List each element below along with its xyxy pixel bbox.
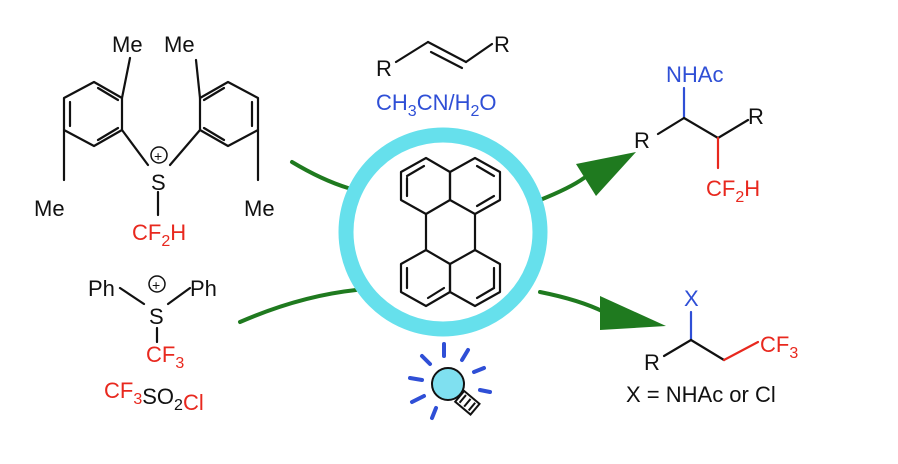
- product-cf2h: CF2H: [706, 176, 760, 206]
- positive-charge: +: [152, 277, 160, 293]
- sulfur-atom: S: [151, 170, 166, 195]
- x-group: X: [684, 286, 699, 311]
- sulfur-atom: S: [149, 304, 164, 329]
- solvent-label: CH3CN/H2O: [376, 90, 497, 120]
- alkene-r-right: R: [494, 32, 510, 57]
- methyl-label-bottom-left: Me: [34, 196, 65, 221]
- nhac-group: NHAc: [666, 62, 723, 87]
- product-r: R: [644, 350, 660, 375]
- methyl-label-top-right: Me: [164, 32, 195, 57]
- methyl-label-bottom-right: Me: [244, 196, 275, 221]
- product-cf3: CF3: [760, 332, 798, 362]
- cf3-group: CF3: [146, 342, 184, 372]
- reaction-arrows: [238, 152, 666, 330]
- trifluoromethyl-sulfonium-reagent: Ph Ph S + CF3: [88, 275, 217, 372]
- methyl-label-top-left: Me: [112, 32, 143, 57]
- product-r-left: R: [634, 128, 650, 153]
- light-bulb-icon: [408, 342, 492, 420]
- difluoromethyl-sulfonium-reagent: Me Me Me Me S + CF2H: [34, 32, 275, 250]
- trifluoromethylated-product: X R CF3 X = NHAc or Cl: [626, 286, 798, 407]
- phenyl-label-right: Ph: [190, 276, 217, 301]
- perylene-catalyst: [399, 156, 502, 308]
- product-r-right: R: [748, 104, 764, 129]
- cf2h-group: CF2H: [132, 220, 186, 250]
- catalyst-ring: [338, 127, 548, 337]
- difluoromethylated-product: NHAc R R CF2H: [634, 62, 764, 206]
- triflyl-chloride-reagent: CF3SO2Cl: [104, 378, 204, 415]
- alkene-substrate: R R: [376, 32, 510, 81]
- alkene-r-left: R: [376, 56, 392, 81]
- phenyl-label-left: Ph: [88, 276, 115, 301]
- positive-charge: +: [154, 148, 162, 164]
- product-caption: X = NHAc or Cl: [626, 382, 776, 407]
